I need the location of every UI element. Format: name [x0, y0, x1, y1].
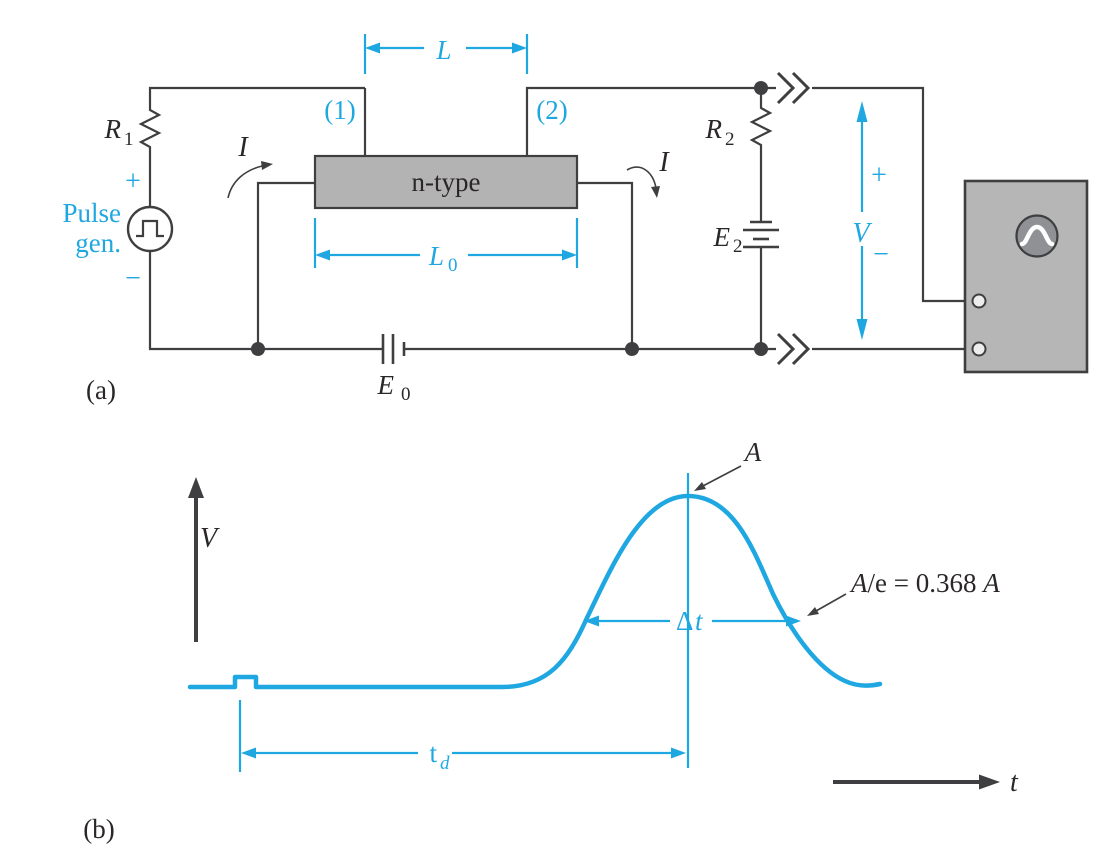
delta-t-delta: Δ — [676, 606, 693, 636]
v-axis: V — [188, 477, 220, 642]
pulse-generator-body — [126, 205, 174, 253]
chevron-break-top — [776, 71, 811, 105]
t-axis-label: t — [1010, 767, 1019, 798]
oscilloscope-trace-icon — [1019, 224, 1055, 247]
decay-mid: /e = 0.368 — [868, 568, 984, 598]
oscilloscope-screen — [1015, 214, 1059, 258]
current-left-label: I — [237, 132, 249, 163]
battery-e0 — [381, 334, 406, 364]
dimension-L0: L 0 — [313, 218, 579, 276]
current-arrow-right: I — [626, 147, 670, 198]
r1-sub: 1 — [124, 129, 134, 150]
wire-pulse-to-bottom-left — [148, 251, 383, 351]
pulse-gen-minus: − — [125, 263, 141, 294]
pulse-width-dimension: Δ t — [584, 606, 801, 636]
decay-point-label: A/e = 0.368 A — [849, 568, 1000, 598]
v-plus: + — [871, 160, 887, 191]
wire-top-left-and-resistor-r1 — [138, 86, 365, 207]
dim-L-label: L — [435, 35, 451, 65]
oscilloscope-body — [963, 179, 1089, 374]
td-base: t — [429, 738, 437, 768]
graph-panel: V t Δ t t d — [83, 437, 1019, 844]
scope-terminal-bottom — [971, 341, 987, 357]
pulse-icon — [136, 219, 164, 238]
n-type-bar — [313, 154, 579, 210]
circuit-panel: n-type L L 0 I I — [62, 34, 1089, 405]
r1-label: R — [104, 114, 122, 144]
delta-t-t: t — [695, 606, 704, 636]
battery-e2 — [743, 220, 779, 249]
v-minus: − — [873, 239, 889, 270]
r2-label: R — [705, 114, 723, 144]
t-axis: t — [833, 767, 1019, 798]
resistor-r2-branch — [749, 88, 773, 222]
decay-a1: A — [849, 568, 868, 598]
e2-sub: 2 — [733, 236, 743, 257]
delay-time-dimension: t d — [238, 700, 686, 774]
chevron-break-bottom — [776, 332, 811, 366]
voltage-measure-arrow: + V − — [852, 101, 889, 340]
junction-dot — [754, 81, 768, 95]
v-label: V — [852, 218, 872, 249]
pulse-gen-plus: + — [125, 166, 141, 197]
dimension-L: L — [363, 34, 529, 74]
decay-a2: A — [981, 568, 1000, 598]
panel-a-label: (a) — [86, 375, 116, 405]
junction-dot — [754, 342, 768, 356]
e0-sub: 0 — [401, 384, 411, 405]
v-axis-label: V — [200, 523, 220, 554]
oscilloscope — [963, 179, 1089, 374]
junction-dot — [251, 342, 265, 356]
contact-1-label: (1) — [324, 95, 355, 125]
decay-point-annotation: A/e = 0.368 A — [807, 568, 1000, 616]
dim-L0-sub: 0 — [448, 255, 458, 276]
pulse-gen-line1: Pulse — [62, 198, 121, 228]
contact-2-label: (2) — [536, 95, 567, 125]
pulse-gen-line2: gen. — [75, 228, 121, 258]
n-type-label: n-type — [412, 167, 481, 197]
e2-label: E — [713, 222, 731, 252]
td-sub: d — [440, 753, 450, 774]
junction-dot — [625, 342, 639, 356]
e0-label: E — [377, 370, 395, 400]
r2-sub: 2 — [725, 129, 735, 150]
voltage-waveform — [187, 493, 883, 690]
peak-label: A — [743, 437, 762, 467]
peak-annotation: A — [694, 437, 762, 491]
contact-2-wire-and-top-right — [525, 86, 776, 156]
current-right-label: I — [658, 147, 670, 178]
dim-L0-base: L — [428, 241, 444, 271]
current-arrow-left: I — [227, 132, 273, 199]
panel-b-label: (b) — [83, 814, 114, 844]
wire-to-scope-top — [812, 86, 972, 303]
wire-bar-right — [577, 181, 634, 349]
scope-terminal-top — [971, 293, 987, 309]
wire-bar-left — [256, 181, 315, 349]
